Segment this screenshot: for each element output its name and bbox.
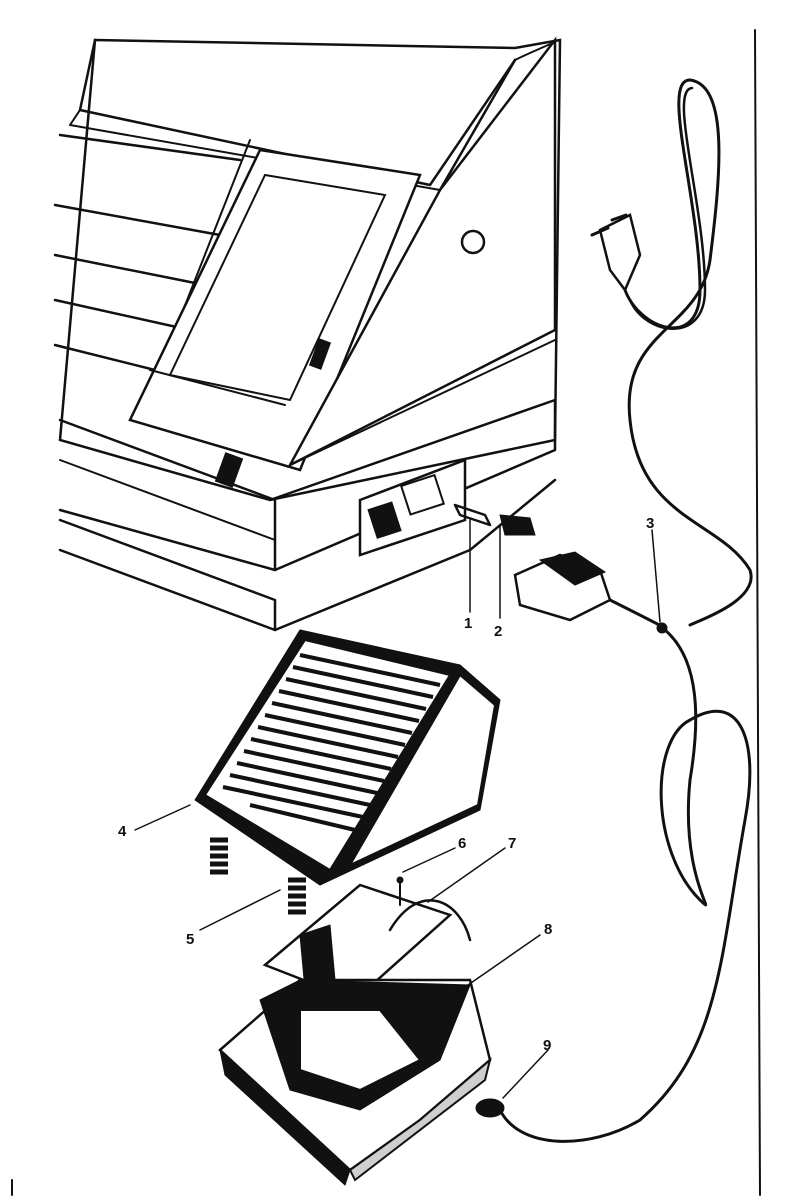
- part-6-screw: [402, 847, 456, 873]
- callout-9: 9: [543, 1037, 551, 1054]
- callout-3: 3: [646, 515, 654, 532]
- callout-labels: 1 2 3 4 5 6 7 8 9: [118, 515, 654, 1054]
- part-3-power-cord: [498, 78, 753, 1143]
- part-4-pedal-cover: [194, 629, 501, 886]
- part-1-connector-pin: [453, 503, 492, 613]
- machine-cabinet: [53, 36, 562, 632]
- callout-2: 2: [494, 623, 502, 640]
- callout-1: 1: [464, 615, 472, 632]
- callout-5: 5: [186, 931, 194, 948]
- part-2-cap: [499, 514, 536, 619]
- leader-lines: [134, 804, 506, 931]
- callout-6: 6: [458, 835, 466, 852]
- callout-7: 7: [508, 835, 516, 852]
- margin-rule: [754, 29, 761, 1196]
- callout-8: 8: [544, 921, 552, 938]
- part-5-springs: [210, 837, 306, 915]
- part-9-strain-relief: [475, 1049, 549, 1118]
- callout-4: 4: [118, 823, 127, 840]
- part-8-pedal-base: [218, 934, 541, 1186]
